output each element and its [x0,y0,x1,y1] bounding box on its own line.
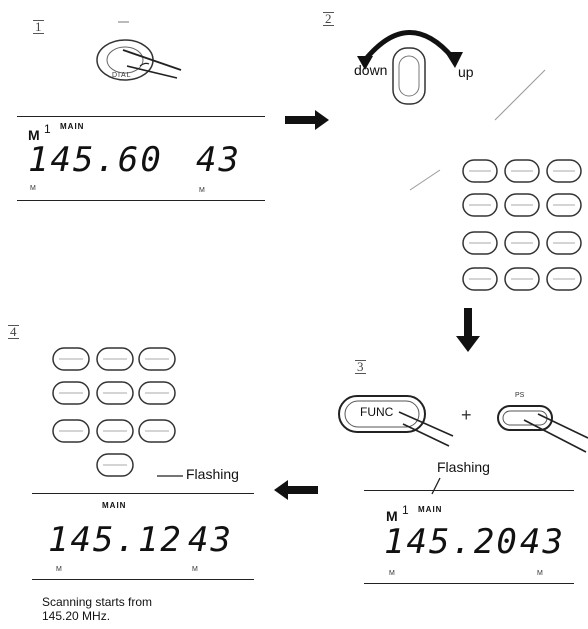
display-3-channel-number: 43 [520,522,565,562]
display-4-top-line [32,493,254,494]
arrow-left-icon [274,480,318,500]
step-2-number: 2 [323,11,334,26]
display-1-m-left: M [30,185,36,192]
func-button-icon [338,395,454,447]
flashing-pointer [431,477,441,495]
dial-knob-label: DIAL [112,72,132,79]
display-3-bottom-line [364,583,574,584]
display-1-channel: 1 [44,122,51,136]
display-4-m-left: M [56,566,62,573]
display-4-m-right: M [192,566,198,573]
down-label: down [354,62,388,78]
arrow-right-icon [285,110,329,130]
dial-knob-icon [96,21,182,81]
display-4-frequency: 145.12 [48,520,183,560]
display-3-m-right: M [537,570,543,577]
diagonal-stroke [409,69,546,191]
rotate-arrow-icon [357,30,463,105]
display-4-channel-number: 43 [188,520,233,560]
display-1-top-line [17,116,265,117]
display-4-band: MAIN [102,501,127,510]
display-1-frequency: 145.60 [28,140,163,180]
arrow-down-icon [456,308,480,352]
step-1-number: 1 [33,19,44,34]
step-3-number: 3 [355,359,366,374]
display-1-m-right: M [199,187,205,194]
display-1-band: MAIN [60,122,85,131]
display-4-bottom-line [32,579,254,580]
display-1-bottom-line [17,200,265,201]
keypad-2-icon [462,159,582,291]
display-1-channel-number: 43 [196,140,241,180]
display-1-mode: M [28,127,40,143]
func-button-label[interactable]: FUNC [360,405,394,419]
ps-key-label: PS [515,392,525,399]
display-3-m-left: M [389,570,395,577]
display-3-mode: M [386,508,398,524]
step-4-caption-line1: Scanning starts from [42,595,153,609]
keypad-4-icon [52,347,176,477]
ps-key-icon [497,405,588,453]
plus-sign: + [461,405,472,425]
step-4-number: 4 [8,324,19,339]
step-4-caption-line2: 145.20 MHz. [42,609,111,623]
display-3-frequency: 145.20 [384,522,519,562]
step-3-flashing-label: Flashing [437,459,490,475]
display-3-top-line [364,490,574,491]
display-3-band: MAIN [418,505,443,514]
flashing-leader-line [157,475,183,477]
step-4-flashing-label: Flashing [186,466,239,482]
display-3-channel: 1 [402,503,409,517]
up-label: up [458,64,474,80]
